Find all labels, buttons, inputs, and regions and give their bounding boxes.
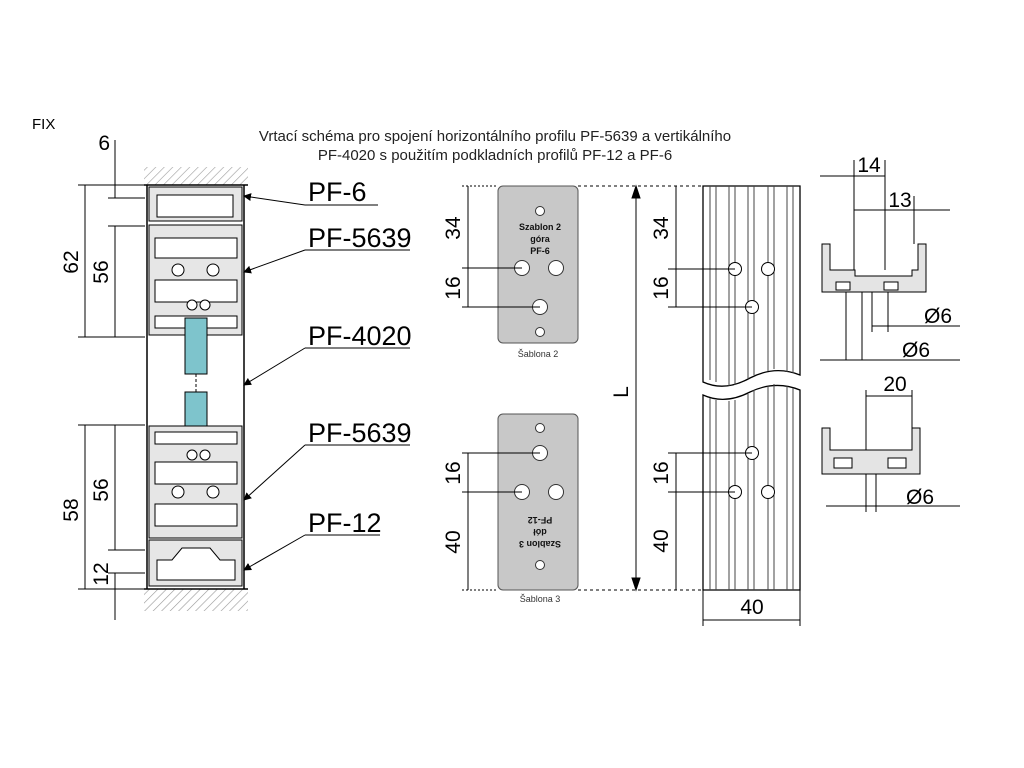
fix-label: FIX — [32, 116, 56, 133]
drawing-title: Vrtací schéma pro spojení horizontálního… — [200, 127, 790, 165]
title-line-2: PF-4020 s použitím podkladních profilů P… — [317, 147, 673, 164]
pf4020-connector-upper — [184, 317, 208, 375]
left-dimension-lines — [78, 140, 145, 620]
template3-dim-16: 16 — [442, 461, 465, 484]
template2-dim-16: 16 — [442, 276, 465, 299]
dim-6: 6 — [98, 132, 110, 155]
template-2 — [497, 185, 579, 344]
template2-caption: Šablona 2 — [518, 349, 559, 359]
label-pf12: PF-12 — [308, 508, 382, 538]
dim-56-upper: 56 — [90, 260, 113, 283]
title-line-1: Vrtací schéma pro spojení horizontálního… — [258, 128, 732, 145]
template3-dim-40: 40 — [442, 530, 465, 553]
column-dim-16-upper: 16 — [650, 276, 673, 299]
template3-line3: PF-12 — [528, 515, 553, 525]
template2-line1: Szablon 2 — [519, 222, 561, 232]
template-3 — [497, 413, 579, 591]
section-top-dia-6b: Ø6 — [902, 339, 930, 362]
section-bottom-dim-20: 20 — [883, 373, 906, 396]
column-dim-40: 40 — [650, 529, 673, 552]
template2-line3: PF-6 — [530, 246, 550, 256]
dim-62: 62 — [60, 250, 83, 273]
template3-line2: dół — [533, 527, 547, 537]
wall-bottom-hatch — [144, 589, 248, 611]
template-dimension-lines — [462, 184, 702, 592]
dim-58: 58 — [60, 498, 83, 521]
label-pf5639-upper: PF-5639 — [308, 223, 412, 253]
section-bottom-dia-6: Ø6 — [906, 486, 934, 509]
column-dim-34: 34 — [650, 216, 673, 240]
label-pf6: PF-6 — [308, 177, 367, 207]
section-top-dia-6a: Ø6 — [924, 305, 952, 328]
profile-leader-lines — [243, 193, 410, 571]
section-top-dim-13: 13 — [888, 189, 911, 212]
dim-L: L — [610, 386, 633, 398]
column-width-40: 40 — [740, 596, 763, 619]
wall-top-hatch — [144, 167, 248, 185]
column-dim-16-lower: 16 — [650, 461, 673, 484]
assembly-section — [144, 167, 248, 611]
dim-12: 12 — [90, 562, 113, 585]
template3-caption: Šablona 3 — [520, 594, 561, 604]
label-pf5639-lower: PF-5639 — [308, 418, 412, 448]
dim-56-lower: 56 — [90, 478, 113, 501]
section-top-dim-14: 14 — [857, 154, 881, 177]
template2-line2: góra — [530, 234, 550, 244]
section-top — [820, 160, 960, 361]
section-bottom — [821, 390, 960, 512]
pf4020-column — [702, 185, 801, 591]
label-pf4020: PF-4020 — [308, 321, 412, 351]
template3-line1: Szablon 3 — [519, 539, 561, 549]
template2-dim-34: 34 — [442, 216, 465, 240]
column-dimension-lines — [668, 186, 801, 626]
